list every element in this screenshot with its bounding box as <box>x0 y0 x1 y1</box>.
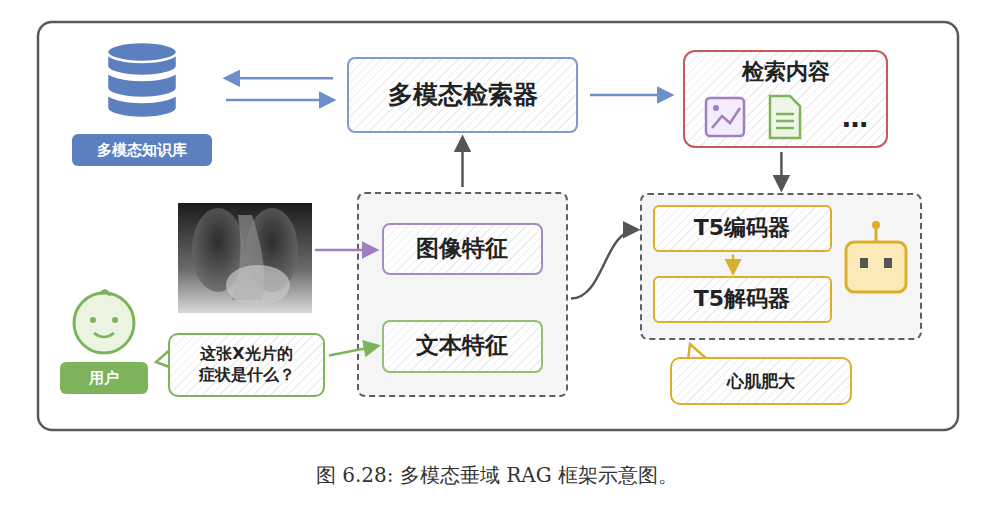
node-text: T5解码器 <box>694 285 790 314</box>
t5-model-group: T5编码器 T5解码器 <box>640 193 922 340</box>
database-icon <box>107 42 177 118</box>
figure-caption: 图 6.28: 多模态垂域 RAG 框架示意图。 <box>0 462 994 489</box>
arrow-connector <box>461 138 464 187</box>
node-text: … <box>842 102 868 136</box>
node-text: 用户 <box>60 362 148 394</box>
user-question-bubble: 这张X光片的 症状是什么？ <box>168 333 325 397</box>
answer-bubble: 心肌肥大 <box>670 357 852 405</box>
arrow-connector <box>226 77 333 80</box>
node-text: 多模态检索器 <box>388 79 538 112</box>
node-text: 文本特征 <box>416 331 508 361</box>
retriever-box: 多模态检索器 <box>347 57 578 133</box>
outer-frame <box>38 22 958 430</box>
decoder-box: T5解码器 <box>653 276 832 323</box>
arrow-connector <box>571 230 637 299</box>
encoder-box: T5编码器 <box>653 205 832 252</box>
xray-image <box>178 203 312 313</box>
node-text: T5编码器 <box>694 214 790 243</box>
node-text: 这张X光片的 症状是什么？ <box>182 344 312 386</box>
node-text: 心肌肥大 <box>727 370 795 392</box>
knowledge-base: 多模态知识库 <box>72 36 212 166</box>
arrow-connector <box>780 152 783 189</box>
node-text: 检索内容 <box>685 58 886 87</box>
arrow-connector <box>226 99 333 102</box>
user: 用户 <box>60 294 148 394</box>
node-text: 图像特征 <box>416 234 508 264</box>
image-feature-box: 图像特征 <box>382 223 543 275</box>
user-icon <box>74 290 134 353</box>
arrow-connector <box>590 94 671 97</box>
feature-group: 图像特征文本特征 <box>357 192 568 397</box>
node-text: 多模态知识库 <box>72 134 212 166</box>
retrieved-content-box: 检索内容 … <box>683 50 888 148</box>
text-feature-box: 文本特征 <box>382 320 543 373</box>
